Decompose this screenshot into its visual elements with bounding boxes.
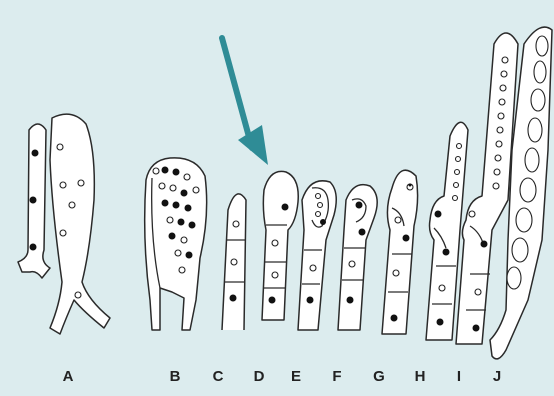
structure-b <box>145 158 207 330</box>
label-c: C <box>213 368 224 385</box>
label-i: I <box>457 368 461 385</box>
label-j: J <box>493 368 501 385</box>
structure-f <box>338 185 377 330</box>
label-e: E <box>291 368 301 385</box>
pointer-arrow <box>222 38 268 165</box>
label-b: B <box>170 368 181 385</box>
panel-labels: A B C D E F G H I J <box>63 368 502 385</box>
label-g: G <box>373 368 385 385</box>
structure-c <box>222 194 246 330</box>
label-f: F <box>332 368 341 385</box>
structure-g <box>382 170 418 334</box>
label-a: A <box>63 368 74 385</box>
structure-a <box>18 114 110 334</box>
structure-e <box>298 181 336 330</box>
structure-d <box>262 171 298 320</box>
label-h: H <box>415 368 426 385</box>
label-d: D <box>254 368 265 385</box>
